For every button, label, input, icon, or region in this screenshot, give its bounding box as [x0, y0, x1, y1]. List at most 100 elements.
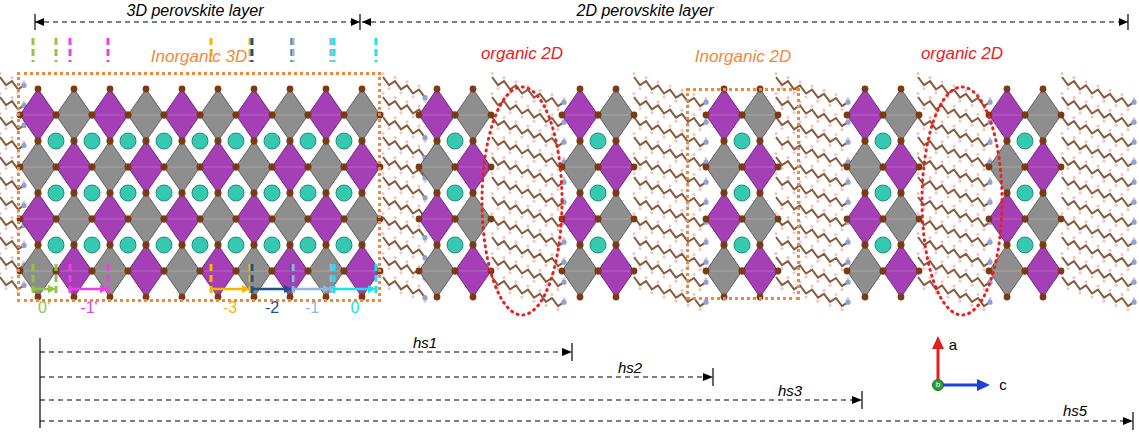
- hydrogen-atom: [1066, 187, 1069, 190]
- halide-atom: [898, 86, 905, 93]
- halide-atom: [143, 138, 150, 145]
- hydrogen-atom: [970, 244, 973, 247]
- nitrogen-atom: [987, 140, 992, 145]
- hydrogen-atom: [526, 125, 529, 128]
- hydrogen-atom: [550, 293, 553, 296]
- halide-atom: [161, 268, 168, 275]
- hydrogen-atom: [970, 304, 973, 307]
- nitrogen-atom: [1131, 220, 1136, 225]
- octahedron: [419, 193, 455, 245]
- hydrogen-atom: [792, 251, 795, 254]
- octahedron-edge: [236, 167, 272, 168]
- nitrogen-atom: [845, 140, 850, 145]
- hydrogen-atom: [816, 120, 819, 123]
- octahedron-edge: [20, 115, 56, 116]
- hydrogen-atom: [1066, 247, 1069, 250]
- layer-index: -1': [80, 300, 97, 316]
- hydrogen-atom: [556, 128, 559, 131]
- halide-atom: [613, 294, 620, 301]
- hydrogen-atom: [1108, 269, 1111, 272]
- halide-atom: [179, 86, 186, 93]
- hydrogen-atom: [405, 160, 408, 163]
- halide-atom: [143, 190, 150, 197]
- halide-atom: [434, 294, 441, 301]
- hydrogen-atom: [828, 304, 831, 307]
- organic-chain: [0, 137, 24, 149]
- hydrogen-atom: [692, 233, 695, 236]
- octahedron: [56, 89, 92, 141]
- hydrogen-atom: [514, 140, 517, 143]
- hydrogen-atom: [417, 285, 420, 288]
- halide-atom: [1004, 138, 1011, 145]
- nitrogen-atom: [845, 100, 850, 105]
- nitrogen-atom: [21, 203, 26, 208]
- nitrogen-atom: [1131, 300, 1136, 305]
- layer-arrow: [211, 288, 244, 291]
- hydrogen-atom: [922, 267, 925, 270]
- hydrogen-atom: [644, 256, 647, 259]
- halide-atom: [53, 112, 60, 119]
- hydrogen-atom: [393, 236, 396, 239]
- hydrogen-atom: [970, 264, 973, 267]
- hydrogen-atom: [399, 91, 402, 94]
- hydrogen-atom: [405, 220, 408, 223]
- hydrogen-atom: [674, 120, 677, 123]
- halide-atom: [1040, 86, 1047, 93]
- hydrogen-atom: [502, 136, 505, 139]
- hydrogen-atom: [4, 147, 7, 150]
- hydrogen-atom: [916, 132, 919, 135]
- hydrogen-atom: [1096, 285, 1099, 288]
- halide-atom: [35, 190, 42, 197]
- hydrogen-atom: [792, 291, 795, 294]
- halide-atom: [89, 268, 96, 275]
- halide-atom: [1040, 190, 1047, 197]
- hydrogen-atom: [946, 195, 949, 198]
- hydrogen-atom: [982, 248, 985, 251]
- layer-arrow-head: [48, 285, 56, 293]
- nitrogen-atom: [422, 135, 427, 140]
- hydrogen-atom: [698, 308, 701, 311]
- hydrogen-atom: [680, 229, 683, 232]
- halide-atom: [434, 138, 441, 145]
- octahedron-edge: [455, 271, 491, 272]
- hydrogen-atom: [952, 285, 955, 288]
- halide-atom: [143, 242, 150, 249]
- hydrogen-atom: [514, 160, 517, 163]
- hydrogen-atom: [0, 132, 2, 135]
- halide-atom: [721, 190, 728, 197]
- hydrogen-atom: [840, 288, 843, 291]
- hydrogen-atom: [1060, 132, 1063, 135]
- halide-atom: [233, 112, 240, 119]
- halide-atom: [721, 242, 728, 249]
- hydrogen-atom: [810, 205, 813, 208]
- octahedron-edge: [92, 167, 128, 168]
- halide-atom: [739, 164, 746, 171]
- hydrogen-atom: [514, 240, 517, 243]
- hydrogen-atom: [674, 180, 677, 183]
- halide-atom: [595, 112, 602, 119]
- halide-atom: [89, 112, 96, 119]
- hydrogen-atom: [1060, 72, 1063, 75]
- halide-atom: [125, 164, 132, 171]
- halide-atom: [488, 216, 495, 223]
- halide-atom: [703, 216, 710, 223]
- halide-atom: [916, 112, 923, 119]
- hydrogen-atom: [650, 171, 653, 174]
- halide-atom: [269, 216, 276, 223]
- hydrogen-atom: [10, 196, 13, 199]
- hydrogen-atom: [786, 236, 789, 239]
- hydrogen-atom: [405, 80, 408, 83]
- hydrogen-atom: [508, 231, 511, 234]
- octahedron-edge: [419, 219, 455, 220]
- octahedron: [1025, 141, 1061, 193]
- span-arrow: [351, 18, 360, 26]
- halide-atom: [323, 86, 330, 93]
- halide-atom: [1004, 294, 1011, 301]
- octahedron: [128, 245, 164, 297]
- octahedron-edge: [200, 167, 236, 168]
- dimension-line: [861, 391, 862, 409]
- layer-boundary: [292, 38, 295, 62]
- halide-atom: [775, 112, 782, 119]
- hydrogen-atom: [1102, 200, 1105, 203]
- halide-atom: [703, 112, 710, 119]
